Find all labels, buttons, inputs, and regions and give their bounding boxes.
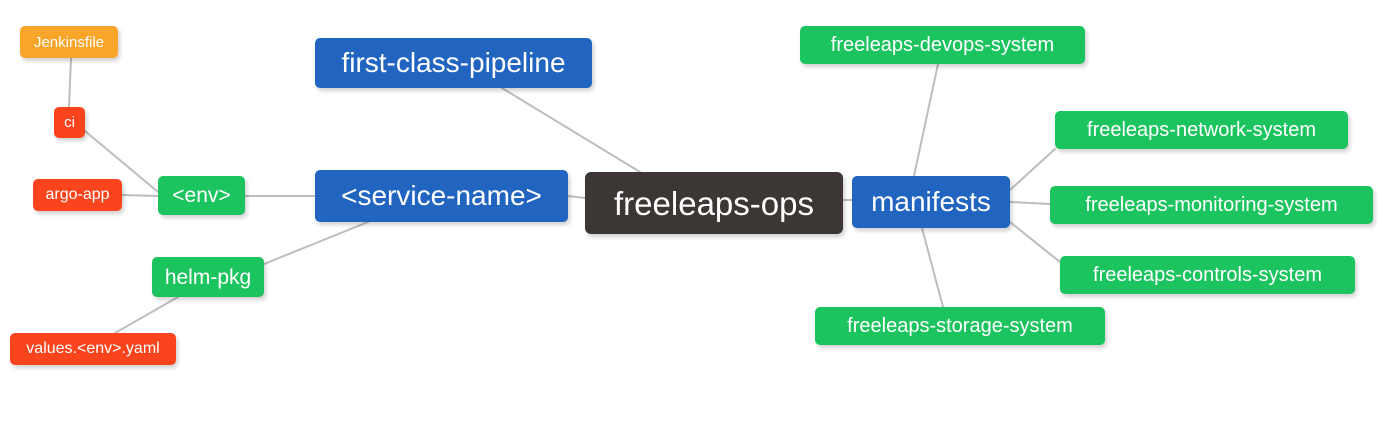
- node-root[interactable]: freeleaps-ops: [585, 172, 843, 234]
- node-pipeline[interactable]: first-class-pipeline: [315, 38, 592, 88]
- node-helm-pkg[interactable]: helm-pkg: [152, 257, 264, 297]
- edge-argo-app-to-env: [121, 194, 159, 197]
- node-label: Jenkinsfile: [33, 33, 105, 51]
- node-service-name[interactable]: <service-name>: [315, 170, 568, 222]
- node-controls[interactable]: freeleaps-controls-system: [1060, 256, 1355, 294]
- node-env[interactable]: <env>: [158, 176, 245, 215]
- node-label: argo-app: [45, 186, 110, 203]
- node-label: freeleaps-controls-system: [1093, 264, 1322, 286]
- edge-storage-to-manifests: [921, 227, 944, 308]
- node-label: first-class-pipeline: [341, 47, 566, 78]
- edge-controls-to-manifests: [1009, 221, 1061, 263]
- node-argo-app[interactable]: argo-app: [33, 179, 122, 211]
- edge-helm-pkg-to-service-name: [263, 221, 369, 265]
- edge-monitoring-to-manifests: [1009, 201, 1051, 205]
- node-storage[interactable]: freeleaps-storage-system: [815, 307, 1105, 345]
- edge-ci-to-env: [84, 130, 159, 193]
- node-manifests[interactable]: manifests: [852, 176, 1010, 228]
- edge-network-to-manifests: [1009, 148, 1056, 191]
- node-ci[interactable]: ci: [54, 107, 85, 138]
- node-label: <env>: [172, 184, 231, 207]
- node-jenkinsfile[interactable]: Jenkinsfile: [20, 26, 118, 58]
- node-label: <service-name>: [341, 180, 542, 211]
- edge-pipeline-to-root: [501, 87, 641, 173]
- edge-values-yaml-to-helm-pkg: [114, 296, 179, 334]
- node-label: ci: [64, 114, 75, 131]
- node-label: freeleaps-network-system: [1087, 119, 1316, 141]
- node-label: manifests: [871, 186, 991, 217]
- edge-service-name-to-root: [567, 195, 586, 199]
- edge-jenkinsfile-to-ci: [68, 57, 72, 108]
- node-devops[interactable]: freeleaps-devops-system: [800, 26, 1085, 64]
- node-label: freeleaps-ops: [614, 184, 814, 222]
- node-label: freeleaps-devops-system: [830, 34, 1055, 56]
- node-label: helm-pkg: [164, 265, 252, 289]
- node-label: freeleaps-storage-system: [847, 315, 1073, 337]
- edge-devops-to-manifests: [913, 63, 939, 177]
- node-label: freeleaps-monitoring-system: [1085, 194, 1338, 216]
- node-label: values.<env>.yaml: [26, 340, 160, 357]
- node-monitoring[interactable]: freeleaps-monitoring-system: [1050, 186, 1373, 224]
- node-network[interactable]: freeleaps-network-system: [1055, 111, 1348, 149]
- node-values-yaml[interactable]: values.<env>.yaml: [10, 333, 176, 365]
